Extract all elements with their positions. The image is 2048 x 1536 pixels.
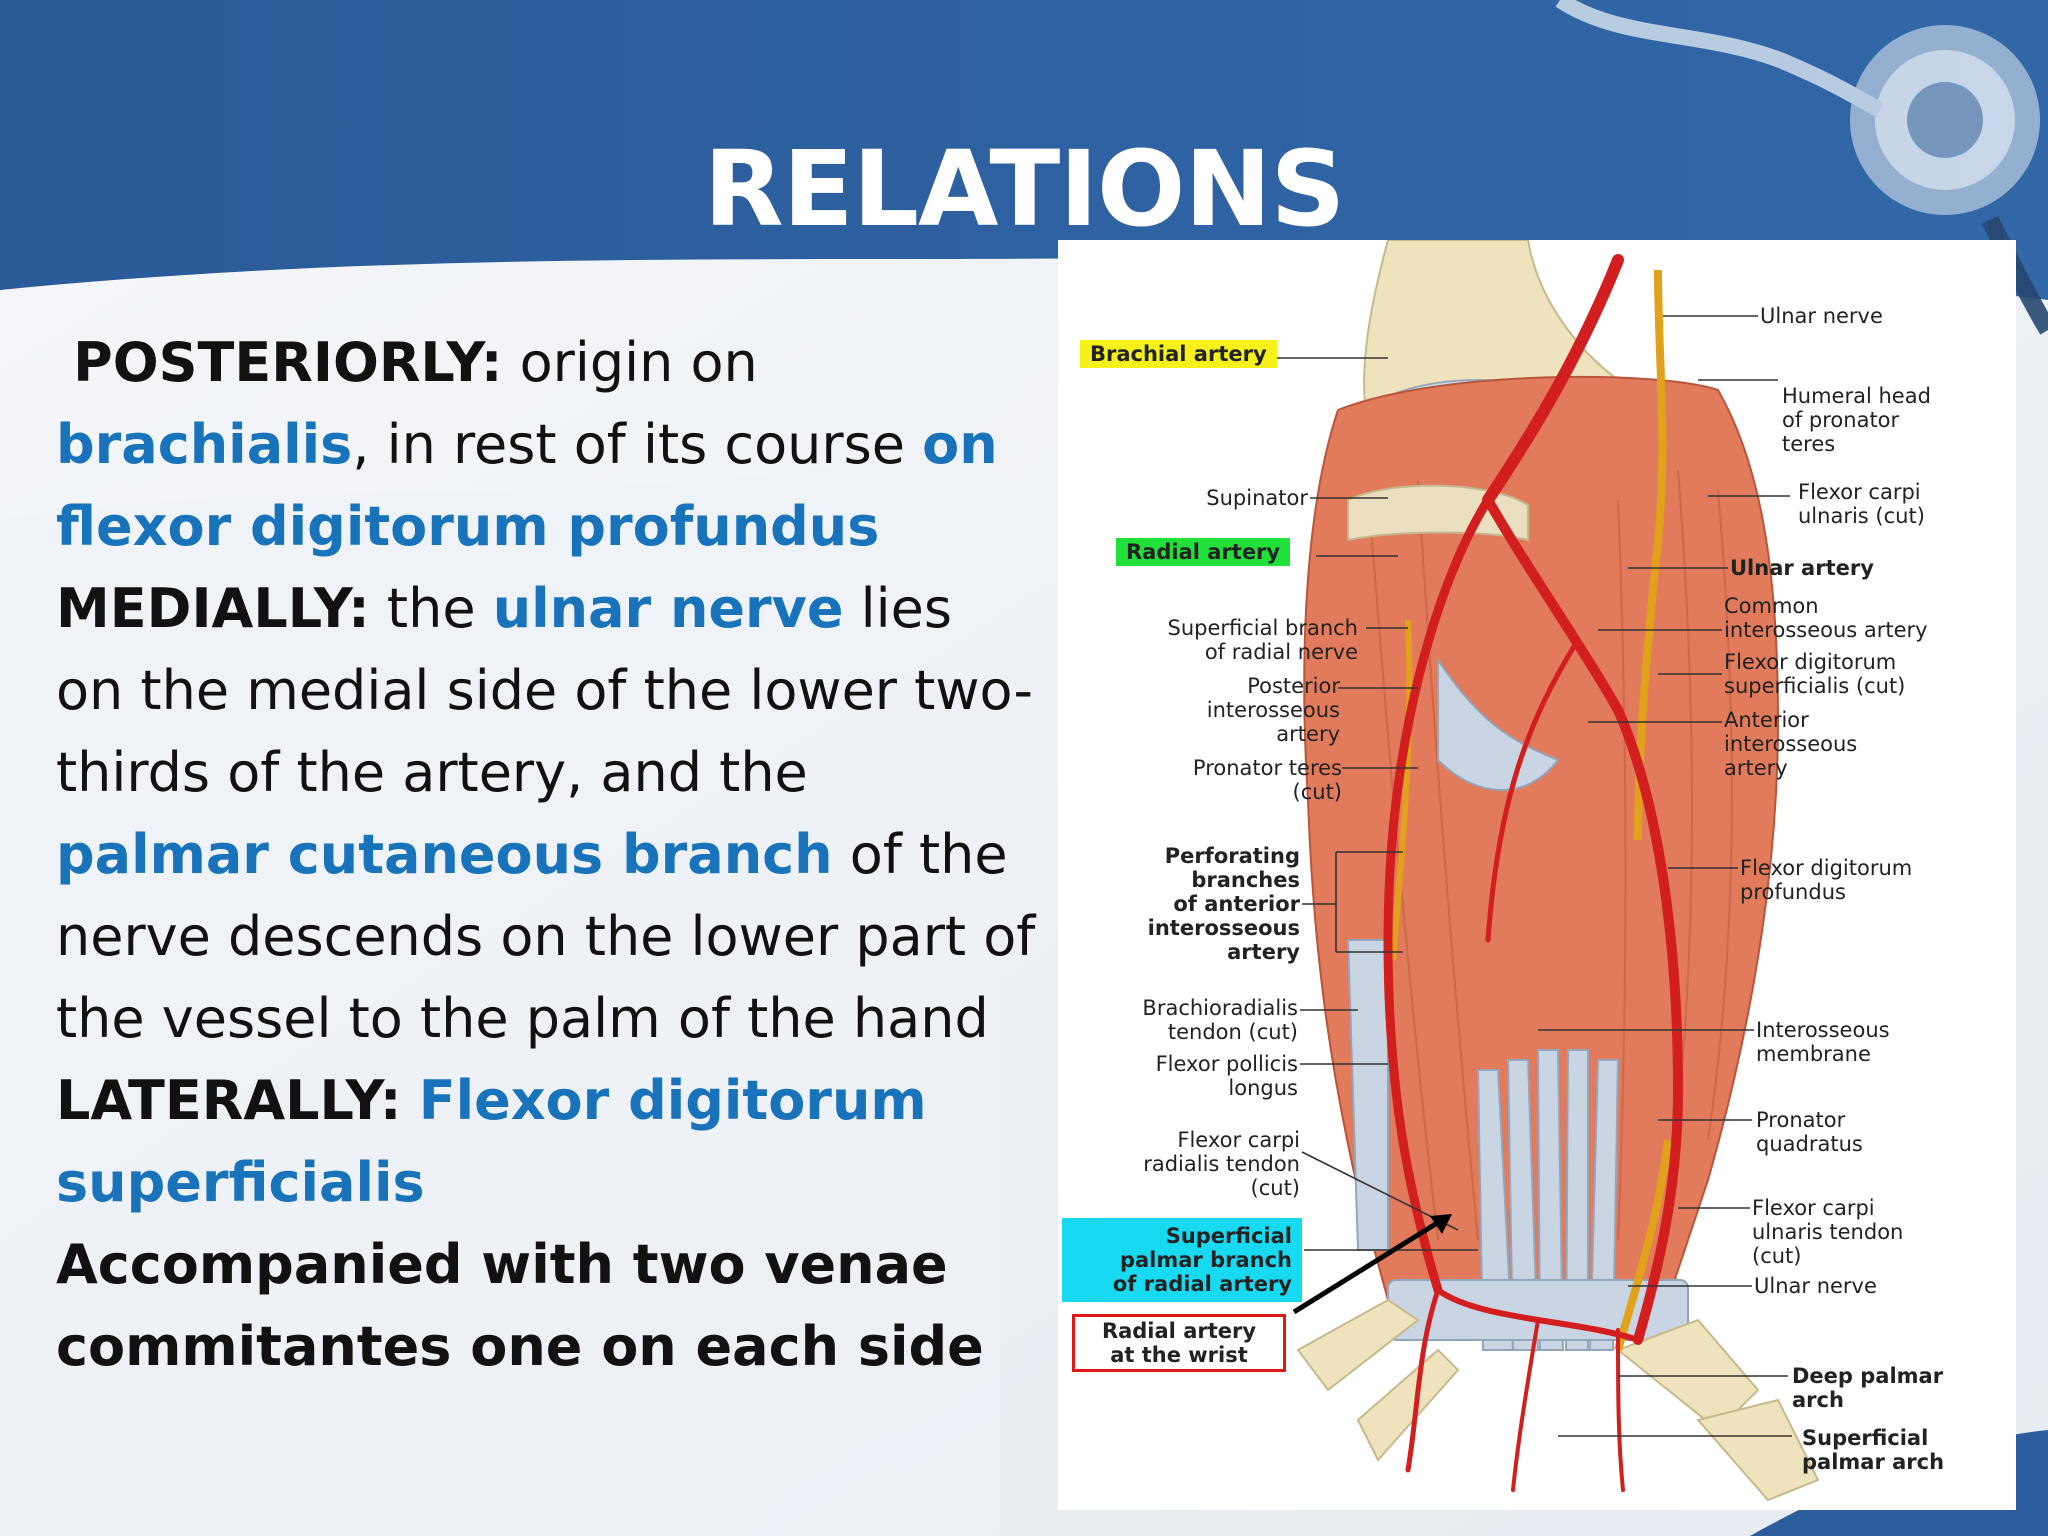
posteriorly-highlight-1: brachialis (56, 413, 353, 476)
label-fds-cut: Flexor digitorum superficialis (cut) (1724, 650, 1906, 698)
label-supinator: Supinator (1206, 486, 1308, 510)
label-flexor-pollicis-longus: Flexor pollicis longus (1155, 1052, 1298, 1100)
medially-text-3: of the nerve descends on the lower part … (56, 823, 1036, 1050)
label-ulnar-artery: Ulnar artery (1730, 556, 1874, 580)
label-brachial-artery-text: Brachial artery (1080, 340, 1277, 368)
label-flexor-digitorum-profundus: Flexor digitorum profundus (1740, 856, 1913, 904)
posteriorly-text-2: , in rest of its course (352, 413, 923, 476)
label-flexor-carpi-ulnaris-cut: Flexor carpi ulnaris (cut) (1798, 480, 1925, 528)
medially-text-1: the (369, 577, 493, 640)
label-ulnar-nerve-bottom: Ulnar nerve (1754, 1274, 1877, 1298)
laterally-key: LATERALLY: (56, 1069, 402, 1132)
label-fcu-tendon: Flexor carpi ulnaris tendon (cut) (1752, 1196, 1904, 1268)
label-pronator-teres-cut: Pronator teres (cut) (1192, 756, 1342, 804)
label-brachial-artery: Brachial artery (1080, 340, 1277, 368)
label-perforating-branches: Perforating branches of anterior interos… (1147, 844, 1300, 964)
label-radial-artery-at-wrist: Radial artery at the wrist (1072, 1314, 1286, 1372)
laterally-text-1 (402, 1069, 419, 1132)
page-title: RELATIONS (703, 128, 1346, 250)
laterally-paragraph: LATERALLY: Flexor digitorum superficiali… (56, 1060, 1036, 1224)
body-text: POSTERIORLY: origin on brachialis, in re… (56, 322, 1036, 1388)
medially-highlight-2: palmar cutaneous branch (56, 823, 833, 886)
label-radial-artery: Radial artery (1116, 538, 1291, 566)
forearm-anatomy-figure: Brachial artery Supinator Radial artery … (1058, 240, 2016, 1510)
posteriorly-highlight-2: on flexor digitorum profundus (56, 413, 998, 558)
medially-text-2: lies on the medial side of the lower two… (56, 577, 1034, 804)
accompanied-paragraph: Accompanied with two venae commitantes o… (56, 1233, 984, 1378)
medially-paragraph: MEDIALLY: the ulnar nerve lies on the me… (56, 568, 1036, 1060)
posteriorly-text-1: origin on (502, 331, 758, 394)
label-common-interosseous-artery: Common interosseous artery (1724, 594, 1928, 642)
arrow-head-icon (1430, 1214, 1452, 1234)
label-flexor-carpi-radialis-tendon: Flexor carpi radialis tendon (cut) (1143, 1128, 1300, 1200)
laterally-highlight-1: Flexor digitorum superficialis (56, 1069, 927, 1214)
medially-key: MEDIALLY: (56, 577, 370, 640)
posteriorly-paragraph: POSTERIORLY: origin on brachialis, in re… (56, 322, 1036, 568)
medially-highlight-1: ulnar nerve (492, 577, 844, 640)
label-superficial-palmar-branch: Superficial palmar branch of radial arte… (1062, 1218, 1302, 1302)
label-anterior-interosseous-artery: Anterior interosseous artery (1724, 708, 1858, 780)
label-superficial-palmar-arch: Superficial palmar arch (1802, 1426, 1945, 1474)
label-posterior-interosseous-artery: Posterior interosseous artery (1206, 674, 1340, 746)
forearm-illustration (1260, 240, 1820, 1502)
label-ulnar-nerve-top: Ulnar nerve (1760, 304, 1883, 328)
stethoscope-icon (1555, 0, 2048, 335)
label-humeral-head-pronator-teres: Humeral head of pronator teres (1782, 384, 1931, 456)
posteriorly-key: POSTERIORLY: (73, 331, 503, 394)
label-deep-palmar-arch: Deep palmar arch (1792, 1364, 1944, 1412)
label-pronator-quadratus: Pronator quadratus (1756, 1108, 1863, 1156)
label-radial-artery-text: Radial artery (1116, 538, 1291, 566)
label-interosseous-membrane: Interosseous membrane (1756, 1018, 1890, 1066)
label-superficial-branch-radial-nerve: Superficial branch of radial nerve (1167, 616, 1358, 664)
label-brachioradialis-tendon: Brachioradialis tendon (cut) (1142, 996, 1298, 1044)
